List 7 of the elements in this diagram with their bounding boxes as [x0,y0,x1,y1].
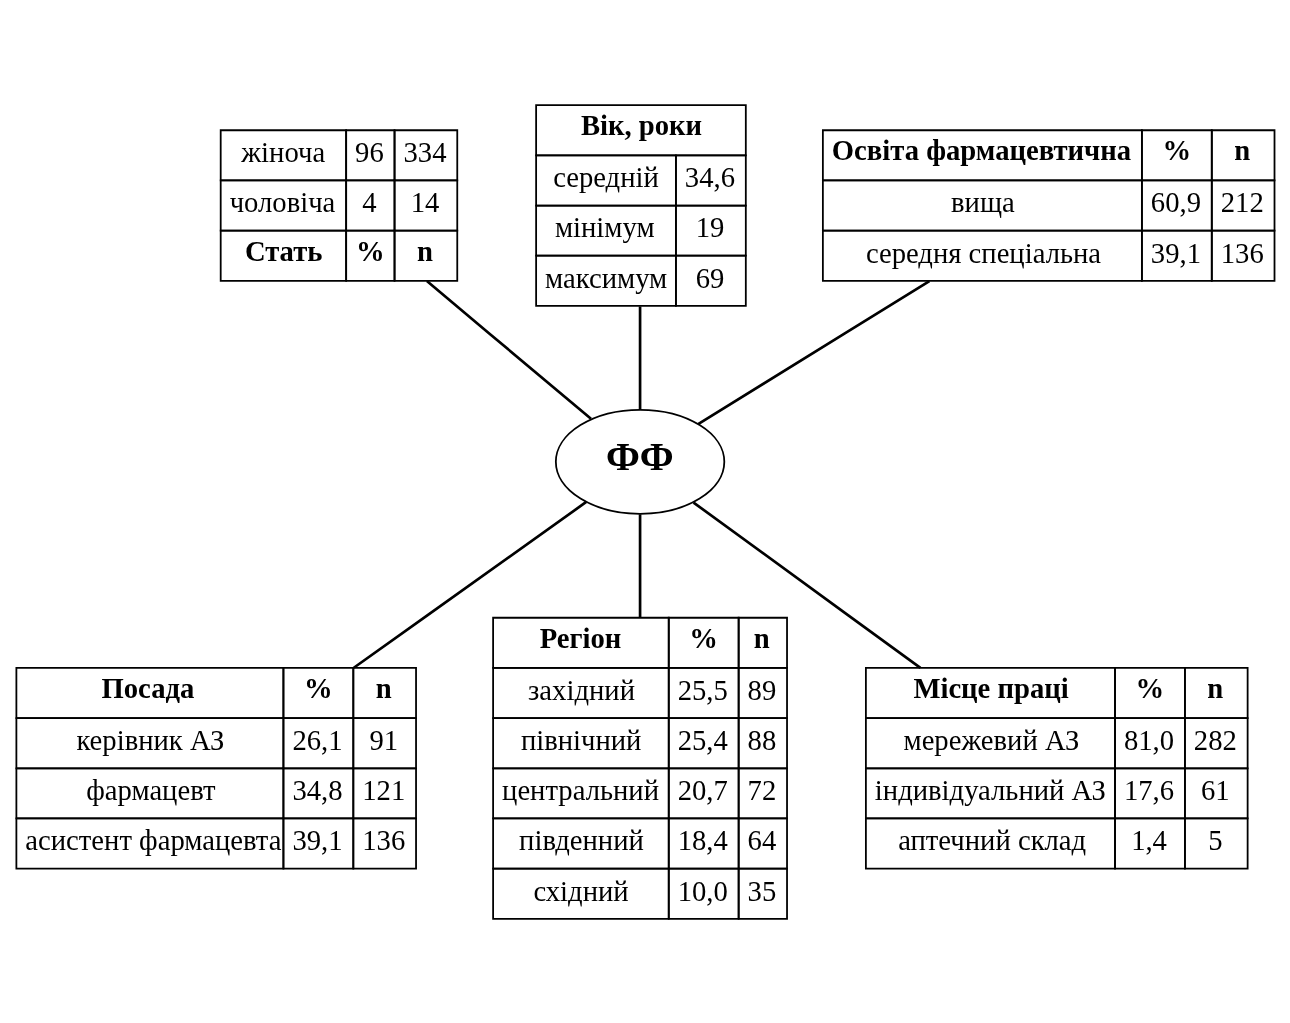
node-ellipse: ФФ [554,408,726,515]
connector [353,500,588,669]
connector [697,279,931,425]
connector [638,513,642,618]
connector [692,501,922,669]
connector [638,305,642,410]
connector [426,279,592,420]
